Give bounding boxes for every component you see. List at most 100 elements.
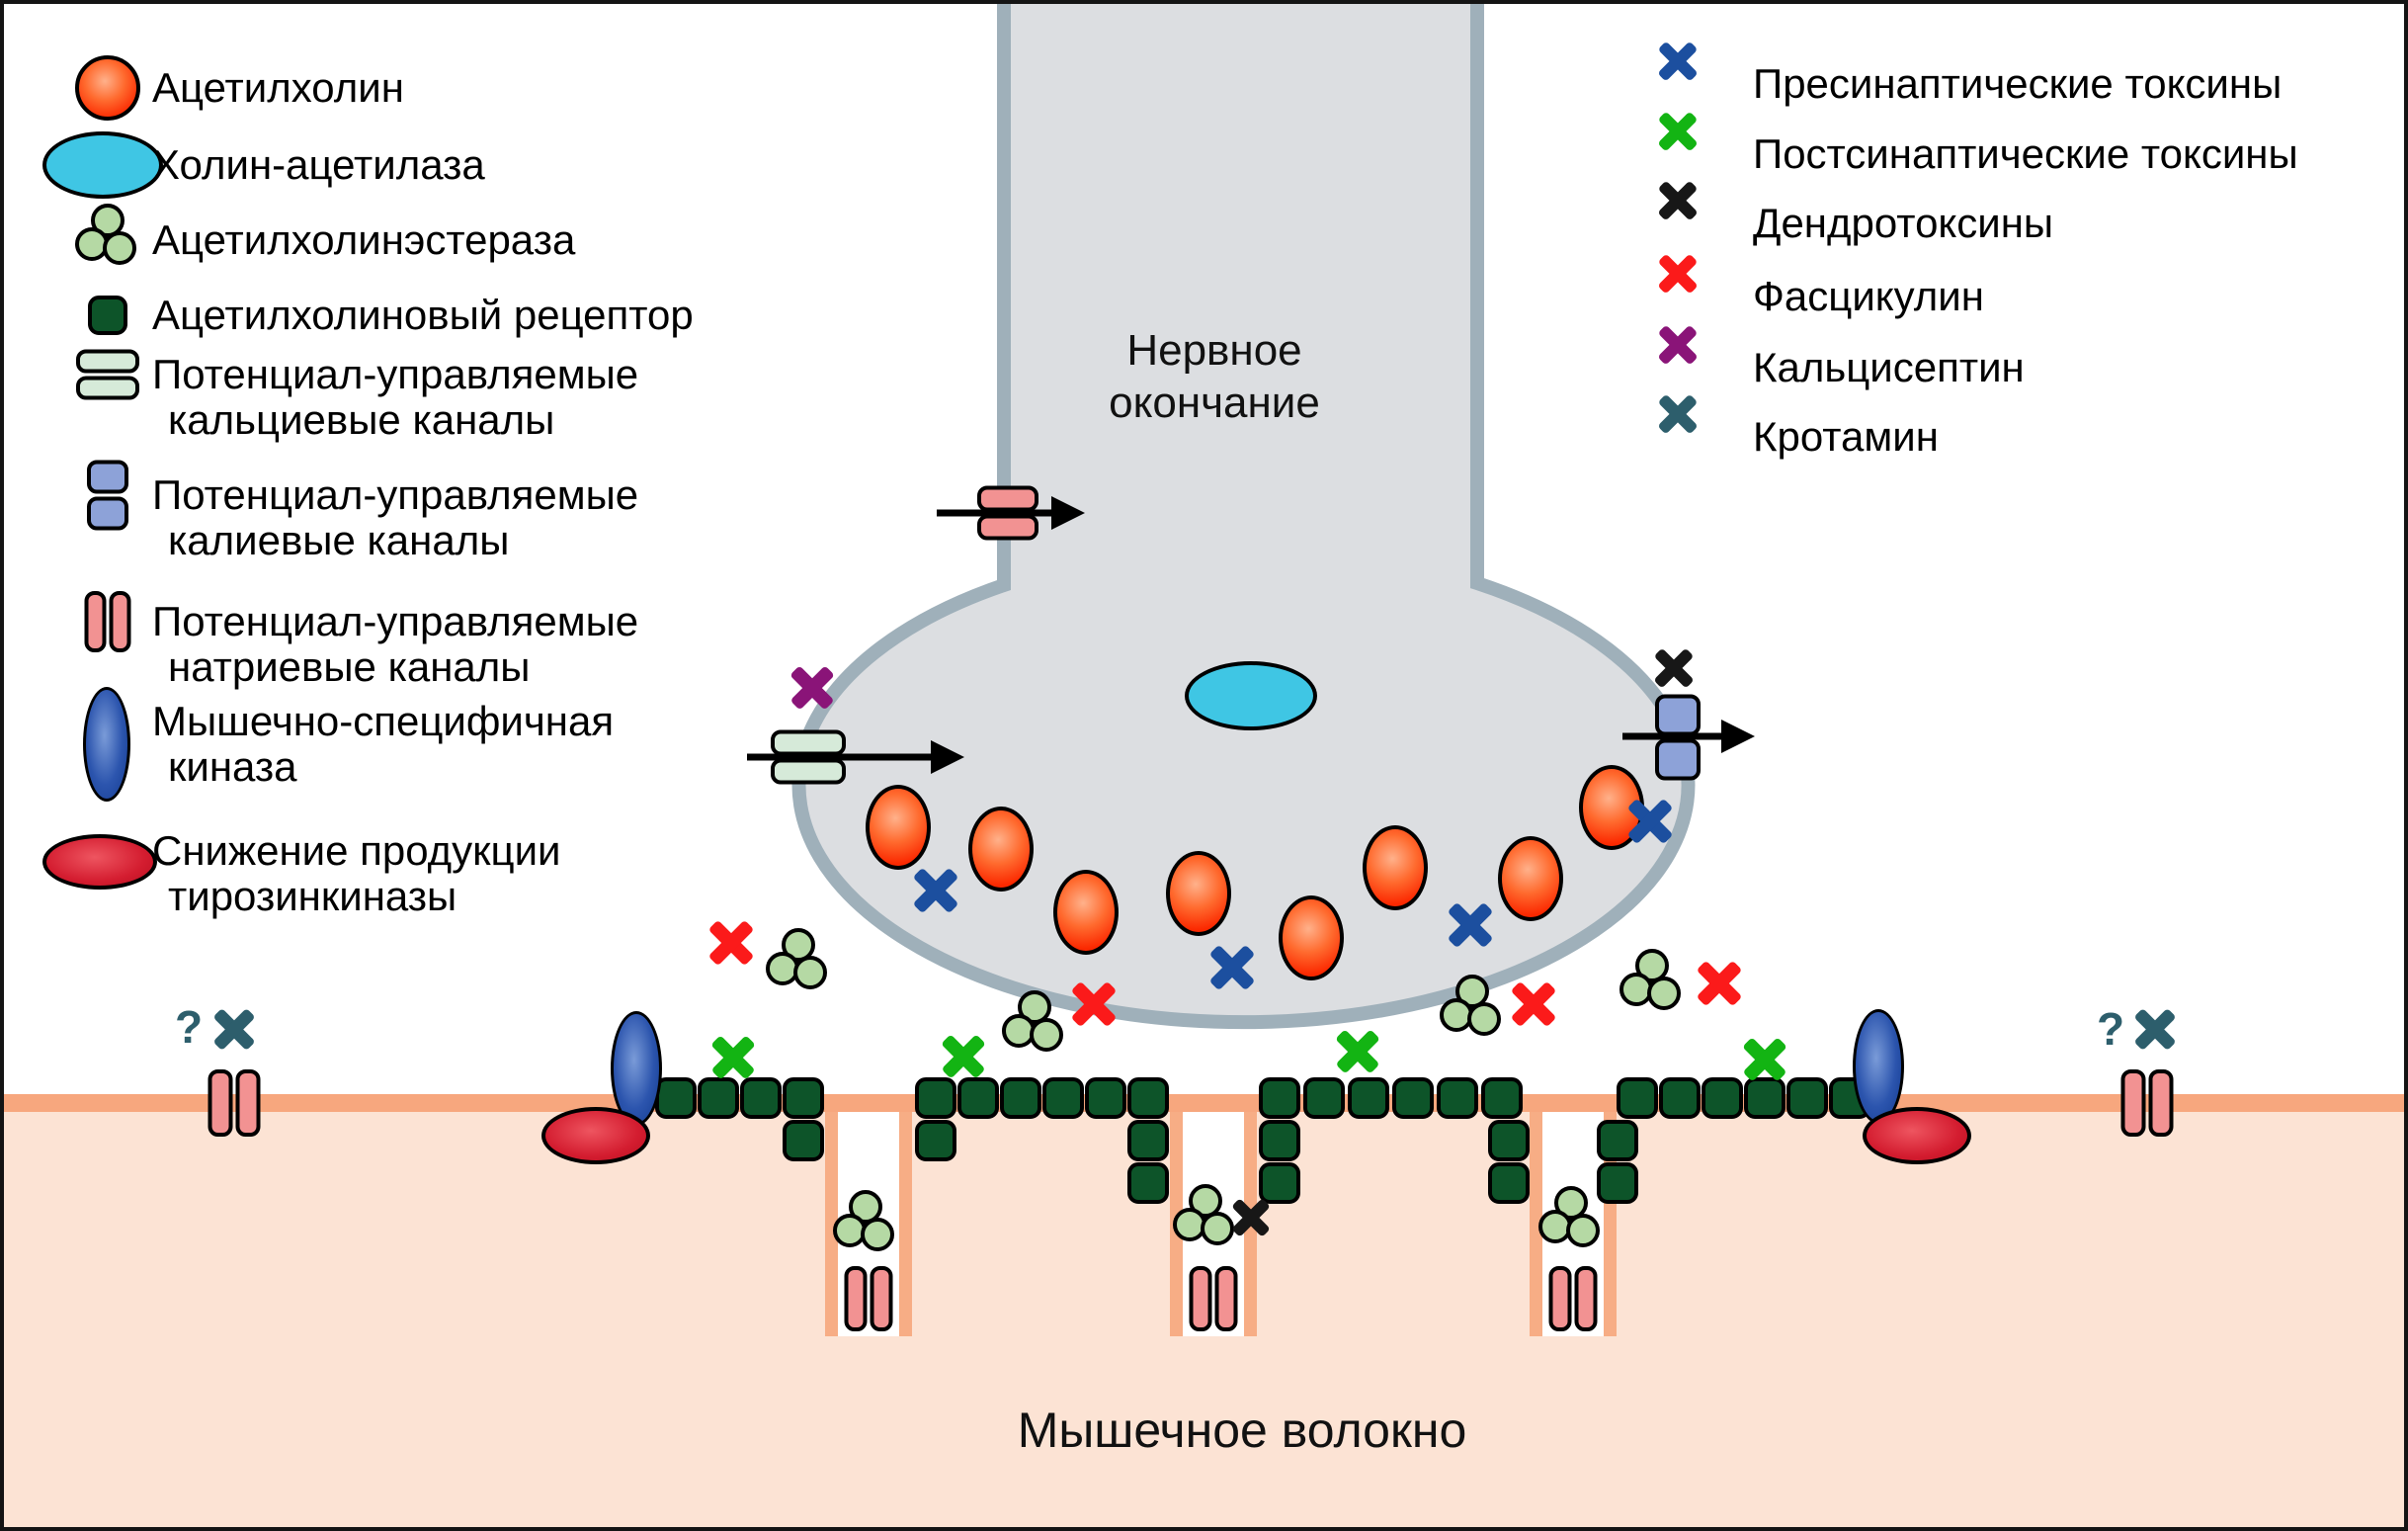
legend-item-label: Холин-ацетилаза [152, 142, 485, 188]
fasciculin-toxin-x-icon [1694, 958, 1745, 1009]
potassium-channel-icon-subunit [1655, 694, 1701, 736]
legend-item-label: Фасцикулин [1753, 273, 1984, 319]
calcium-channel-icon [76, 349, 139, 400]
tyrosine-kinase-icon [541, 1107, 650, 1164]
cholin-acetylase-icon [42, 131, 163, 199]
potassium-channel-icon [1655, 694, 1701, 781]
tyrosine-kinase-icon [1863, 1107, 1971, 1164]
acetylcholinesterase-icon [1438, 975, 1507, 1048]
legend-item-line: калиевые каналы [168, 517, 510, 563]
acetylcholine-receptor [655, 1077, 697, 1119]
crotamine-toxin-x-icon [2131, 1005, 2179, 1053]
ion-flow-arrow-head [1721, 720, 1755, 753]
sodium-channel-icon [2120, 1069, 2174, 1137]
crotamine-toxin-x-icon [1655, 391, 1701, 437]
ca-subunit [76, 376, 139, 400]
sodium-channel-icon [977, 485, 1038, 541]
legend-item-line: кальциевые каналы [168, 396, 555, 443]
calciseptine-toxin-x-icon [788, 663, 837, 713]
acetylcholine-receptor [698, 1077, 739, 1119]
acetylcholine-receptor [1488, 1162, 1530, 1204]
fold-wall-left [1530, 1112, 1542, 1336]
acetylcholine-receptor [1085, 1077, 1126, 1119]
postsynaptic-toxin-x-icon [1655, 109, 1701, 154]
acetylcholinesterase-icon [1618, 949, 1687, 1022]
acetylcholine-receptor [1597, 1162, 1638, 1204]
acetylcholine-receptor [915, 1077, 956, 1119]
dendrotoxin-toxin-x-icon [1651, 645, 1697, 691]
ache-blob [1030, 1018, 1063, 1052]
ache-blob [75, 227, 109, 261]
calcium-channel-icon-subunit [771, 758, 846, 785]
sodium-channel-icon-subunit [844, 1266, 868, 1331]
postsynaptic-toxin-x-icon [1333, 1027, 1382, 1076]
acetylcholine-receptor [1437, 1077, 1478, 1119]
legend-item-crotamine: Кротамин [1678, 413, 1939, 461]
acetylcholine-icon [75, 55, 140, 121]
sodium-channel-icon-subunit [1548, 1266, 1572, 1331]
presynaptic-toxin-x-icon [1655, 39, 1701, 84]
calcium-channel-icon [771, 729, 846, 785]
legend-item-line: Холин-ацетилаза [152, 141, 485, 188]
legend-item-line: Потенциал-управляемые [152, 471, 639, 518]
postsynaptic-toxin-x-icon [1740, 1035, 1789, 1084]
acetylcholine-receptor [1303, 1077, 1345, 1119]
legend-item-label: Кальцисептин [1753, 344, 2025, 390]
legend-item-label: Постсинаптические токсины [1753, 130, 2298, 177]
legend-item-label: Ацетилхолин [152, 65, 404, 111]
tyrosine-kinase-icon [42, 834, 157, 890]
sodium-channel-icon [1189, 1266, 1238, 1331]
postsynaptic-toxin-x-icon [939, 1032, 988, 1081]
sodium-channel-icon [84, 591, 131, 652]
legend-item-line: Потенциал-управляемые [152, 598, 639, 644]
sodium-channel-icon-subunit [208, 1069, 233, 1137]
ache-blob [861, 1218, 894, 1251]
legend-item-label: Ацетилхолиновый рецептор [152, 293, 694, 338]
dendrotoxin-toxin-x-icon [1229, 1196, 1273, 1239]
acetylcholine-receptor [957, 1077, 999, 1119]
cholin-acetylase-icon [1185, 661, 1317, 730]
acetylcholine-vesicle [968, 807, 1034, 892]
presynaptic-toxin-x-icon [1624, 796, 1676, 847]
legend-item-line: Снижение продукции [152, 827, 561, 874]
ion-flow-arrow-line [937, 509, 1051, 517]
acetylcholine-vesicle [1498, 836, 1563, 921]
sodium-channel-icon-subunit [1214, 1266, 1238, 1331]
na-subunit [84, 591, 107, 652]
acetylcholinesterase-icon [1000, 990, 1069, 1063]
acetylcholine-vesicle [1166, 851, 1231, 936]
musk-kinase-icon [1853, 1009, 1904, 1124]
crotamine-toxin-x-icon [210, 1005, 258, 1053]
potassium-channel-icon [87, 460, 128, 531]
acetylcholine-receptor [783, 1077, 824, 1119]
ion-flow-arrow-head [1051, 496, 1085, 530]
acetylcholine-receptor [1481, 1077, 1523, 1119]
ache-blob [793, 956, 827, 989]
sodium-channel-icon [844, 1266, 893, 1331]
calciseptine-toxin-x-icon [1655, 322, 1701, 368]
legend-item-label: Кротамин [1753, 413, 1939, 460]
legend-item-line: Мышечно-специфичная [152, 698, 615, 744]
ache-blob [1467, 1002, 1501, 1036]
dendrotoxin-toxin-x-icon [1655, 178, 1701, 223]
question-mark: ? [174, 1001, 204, 1053]
legend-item-line: Ацетилхолинэстераза [152, 216, 576, 263]
legend-item-line: натриевые каналы [168, 643, 531, 690]
ion-flow-arrow-line [1622, 732, 1721, 740]
legend-item-label: Дендротоксины [1753, 200, 2054, 246]
sodium-channel-icon-subunit [2148, 1069, 2174, 1137]
legend-item-line: Ацетилхолиновый рецептор [152, 292, 694, 338]
na-subunit [109, 591, 131, 652]
ache-blob [1619, 973, 1653, 1006]
sodium-channel-icon-subunit [1189, 1266, 1212, 1331]
acetylcholine-receptor [1348, 1077, 1389, 1119]
acetylcholine-receptor [783, 1120, 824, 1161]
acetylcholine-vesicle [1363, 825, 1428, 910]
acetylcholine-receptor [1488, 1120, 1530, 1161]
calcium-channel-icon-subunit [771, 729, 846, 756]
fasciculin-toxin-x-icon [1068, 978, 1120, 1030]
